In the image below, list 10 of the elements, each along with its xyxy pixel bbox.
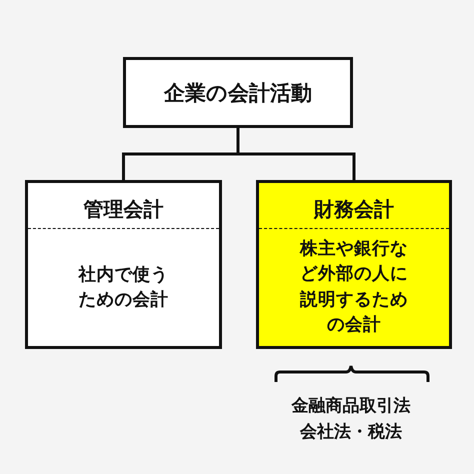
process-box — [25, 180, 222, 349]
box-heading: 管理会計 — [82, 196, 164, 223]
law-label: 金融商品取引法 — [290, 395, 412, 418]
box-title: 企業の会計活動 — [162, 80, 313, 106]
box-text: 社内で使うための会計 — [77, 264, 170, 312]
box-text: 株主や銀行など外部の人に説明するための会計 — [298, 238, 409, 338]
process-box — [123, 57, 353, 128]
law-label: 会社法・税法 — [298, 421, 403, 444]
process-box — [256, 180, 452, 349]
box-heading: 財務会計 — [312, 196, 395, 223]
